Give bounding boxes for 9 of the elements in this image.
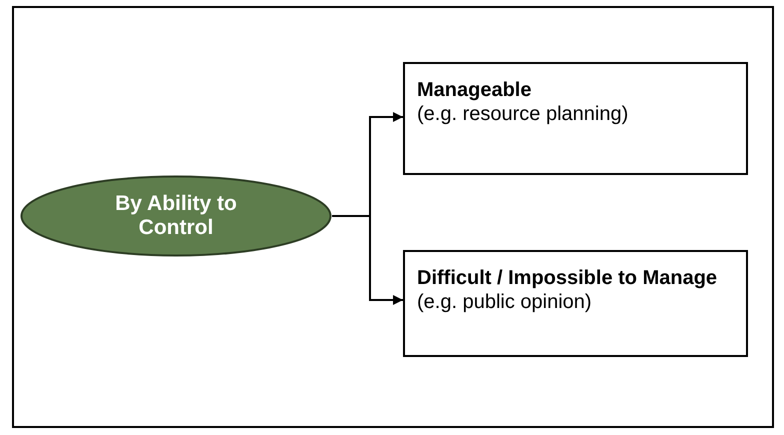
node-note: (e.g. public opinion) [417, 290, 593, 314]
node-title: Difficult / Impossible to Manage [417, 266, 718, 290]
node-title: Manageable [417, 78, 532, 102]
node-title: By Ability to Control [114, 192, 238, 240]
process-box [403, 250, 748, 357]
node-note: (e.g. resource planning) [417, 102, 630, 126]
ellipse-node [20, 175, 332, 257]
connector-arrow [332, 215, 403, 305]
process-box [403, 62, 748, 175]
